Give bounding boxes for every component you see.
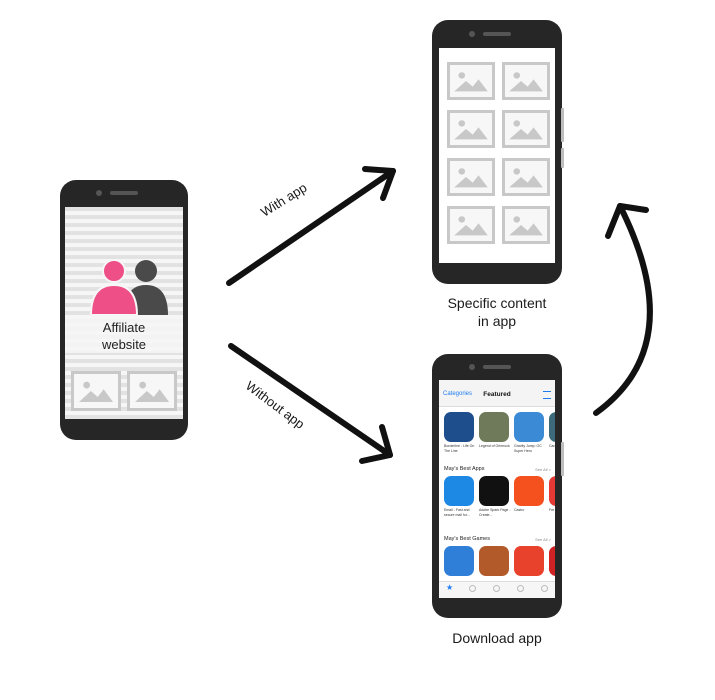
app-icon[interactable] bbox=[514, 412, 544, 442]
image-placeholder bbox=[502, 62, 550, 100]
app-icon[interactable] bbox=[479, 476, 509, 506]
app-name: Adobe Spark Page - Create... bbox=[479, 508, 511, 517]
without-app-arrow bbox=[228, 343, 393, 464]
app-name: Legend of Grimrock bbox=[479, 444, 510, 448]
app-icon[interactable] bbox=[549, 476, 555, 506]
app-icon[interactable] bbox=[444, 546, 474, 576]
phone-side-button bbox=[561, 108, 564, 142]
app-icon[interactable] bbox=[514, 476, 544, 506]
app-store-screen: Categories Featured Borderline - Life On… bbox=[439, 380, 555, 598]
explore-tab-icon[interactable] bbox=[493, 585, 500, 592]
content-phone-label: Specific content in app bbox=[412, 294, 582, 330]
image-placeholder bbox=[447, 158, 495, 196]
see-all-link[interactable]: See All > bbox=[535, 467, 551, 472]
app-icon[interactable] bbox=[514, 546, 544, 576]
download-app-label: Download app bbox=[452, 630, 542, 646]
app-name: Castro bbox=[514, 508, 525, 512]
menu-icon[interactable] bbox=[543, 391, 551, 399]
search-tab-icon[interactable] bbox=[517, 585, 524, 592]
affiliate-label-line1: Affiliate bbox=[102, 320, 146, 335]
phone-camera bbox=[96, 190, 102, 196]
section-title-best-games: May's Best Games bbox=[444, 536, 490, 542]
image-placeholder bbox=[127, 371, 177, 411]
with-app-arrow bbox=[226, 166, 396, 286]
image-placeholder bbox=[447, 206, 495, 244]
app-icon[interactable] bbox=[444, 476, 474, 506]
phone-camera bbox=[469, 31, 475, 37]
app-icon[interactable] bbox=[549, 546, 555, 576]
see-all-link[interactable]: See All > bbox=[535, 537, 551, 542]
store-phone: Categories Featured Borderline - Life On… bbox=[432, 354, 564, 618]
image-placeholder bbox=[502, 206, 550, 244]
content-screen bbox=[439, 48, 555, 263]
app-icon[interactable] bbox=[479, 546, 509, 576]
categories-link[interactable]: Categories bbox=[443, 391, 473, 397]
image-placeholder bbox=[447, 110, 495, 148]
store-tab-bar: ★ bbox=[439, 581, 555, 598]
image-placeholder bbox=[447, 62, 495, 100]
app-name: Email - Fast and secure mail for... bbox=[444, 508, 470, 517]
phone-side-button bbox=[561, 148, 564, 168]
app-name: Can bbox=[549, 444, 555, 448]
phone-camera bbox=[469, 364, 475, 370]
affiliate-phone: Affiliate website bbox=[60, 180, 188, 440]
image-placeholder bbox=[71, 371, 121, 411]
featured-tab-star-icon[interactable]: ★ bbox=[446, 583, 454, 592]
affiliate-website-label: Affiliate website bbox=[65, 319, 183, 353]
affiliate-screen: Affiliate website bbox=[65, 207, 183, 419]
top-charts-tab-icon[interactable] bbox=[469, 585, 476, 592]
image-placeholder bbox=[502, 158, 550, 196]
status-bar bbox=[439, 380, 555, 386]
phone-speaker bbox=[110, 191, 138, 195]
updates-tab-icon[interactable] bbox=[541, 585, 548, 592]
phone-speaker bbox=[483, 32, 511, 36]
store-nav-bar: Categories Featured bbox=[439, 386, 555, 407]
app-icon[interactable] bbox=[444, 412, 474, 442]
featured-title: Featured bbox=[483, 391, 511, 398]
users-icon bbox=[89, 259, 168, 315]
app-icon[interactable] bbox=[549, 412, 555, 442]
return-arrow bbox=[593, 203, 653, 416]
app-name: Borderline - Life On The Line bbox=[444, 444, 475, 453]
section-title-best-apps: May's Best Apps bbox=[444, 466, 485, 472]
content-phone bbox=[432, 20, 564, 284]
content-label-line2: in app bbox=[477, 313, 517, 329]
phone-side-button bbox=[561, 442, 564, 476]
content-label-line1: Specific content bbox=[447, 295, 547, 311]
phone-speaker bbox=[483, 365, 511, 369]
affiliate-label-line2: website bbox=[101, 337, 147, 352]
image-placeholder bbox=[502, 110, 550, 148]
app-name: Fre Pho bbox=[549, 508, 555, 512]
app-icon[interactable] bbox=[479, 412, 509, 442]
app-name: Gravity Jump: OC Super Hero bbox=[514, 444, 542, 453]
